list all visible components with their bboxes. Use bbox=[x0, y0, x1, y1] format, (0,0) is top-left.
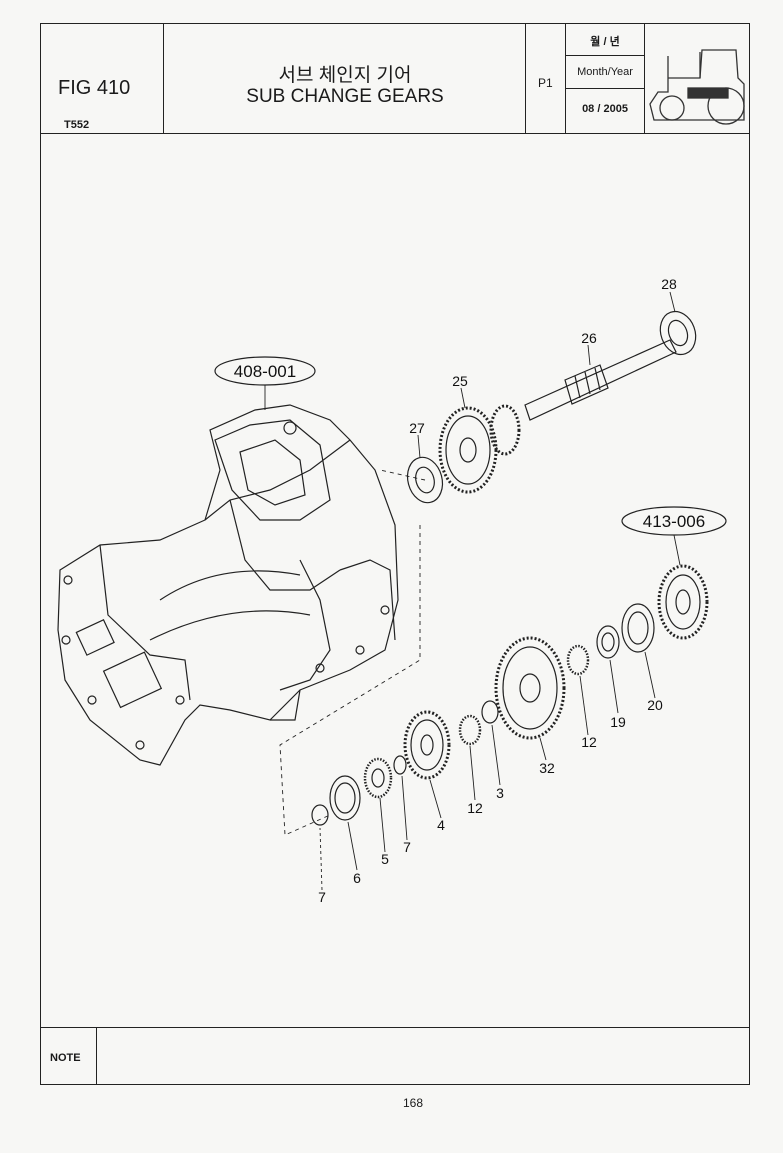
needle-bearing-12 bbox=[566, 644, 590, 676]
part-number: 27 bbox=[409, 420, 425, 436]
part-number: 5 bbox=[381, 851, 389, 867]
part-number: 28 bbox=[661, 276, 677, 292]
date-value: 08 / 2005 bbox=[582, 103, 628, 115]
needle-bearing-19 bbox=[596, 625, 620, 659]
date-label: Month/Year bbox=[577, 66, 633, 78]
date-label-korean: 월 / 년 bbox=[590, 36, 620, 48]
date-divider bbox=[565, 55, 644, 56]
part-number: 12 bbox=[467, 800, 483, 816]
bearing-28 bbox=[659, 310, 697, 356]
hub-5 bbox=[363, 757, 393, 799]
transmission-housing bbox=[57, 404, 399, 766]
gear-32 bbox=[494, 636, 566, 740]
part-number: 7 bbox=[318, 889, 326, 905]
part-number: 7 bbox=[403, 839, 411, 855]
sleeve-6 bbox=[329, 775, 361, 821]
figure-number: FIG 410 bbox=[58, 77, 131, 99]
part-number: 19 bbox=[610, 714, 626, 730]
washer-3 bbox=[481, 700, 499, 724]
main-shaft bbox=[524, 339, 677, 421]
page-title: SUB CHANGE GEARS bbox=[246, 86, 444, 107]
snap-ring-7-left bbox=[311, 804, 329, 826]
header-col-divider bbox=[525, 23, 526, 134]
header-col-divider bbox=[565, 23, 566, 134]
ref-label: 408-001 bbox=[234, 362, 296, 381]
part-number: 12 bbox=[581, 734, 597, 750]
part-number: 20 bbox=[647, 697, 663, 713]
date-divider bbox=[565, 88, 644, 89]
gear-25 bbox=[438, 404, 521, 494]
gear-4 bbox=[403, 710, 451, 780]
snap-ring-7 bbox=[393, 755, 407, 775]
part-number: 3 bbox=[496, 785, 504, 801]
gear-413-006 bbox=[657, 564, 709, 640]
part-number: 6 bbox=[353, 870, 361, 886]
header-col-divider bbox=[163, 23, 164, 134]
needle-bearing-12-left bbox=[458, 714, 482, 746]
note-divider bbox=[40, 1027, 750, 1028]
note-label: NOTE bbox=[50, 1052, 81, 1064]
part-number: 26 bbox=[581, 330, 597, 346]
part-number: 25 bbox=[452, 373, 468, 389]
ref-label: 413-006 bbox=[643, 512, 705, 531]
header-col-divider bbox=[644, 23, 645, 134]
header-divider bbox=[40, 133, 750, 134]
part-number: 4 bbox=[437, 817, 445, 833]
page-number: 168 bbox=[402, 1096, 424, 1110]
note-column-divider bbox=[96, 1027, 97, 1085]
title-korean: 서브 체인지 기어 bbox=[278, 65, 412, 86]
page-code: P1 bbox=[538, 76, 553, 90]
bearing-27 bbox=[406, 456, 444, 504]
part-number: 32 bbox=[539, 760, 555, 776]
page-frame bbox=[40, 23, 750, 1085]
model-code: T552 bbox=[64, 119, 90, 131]
sleeve-20 bbox=[621, 603, 655, 653]
